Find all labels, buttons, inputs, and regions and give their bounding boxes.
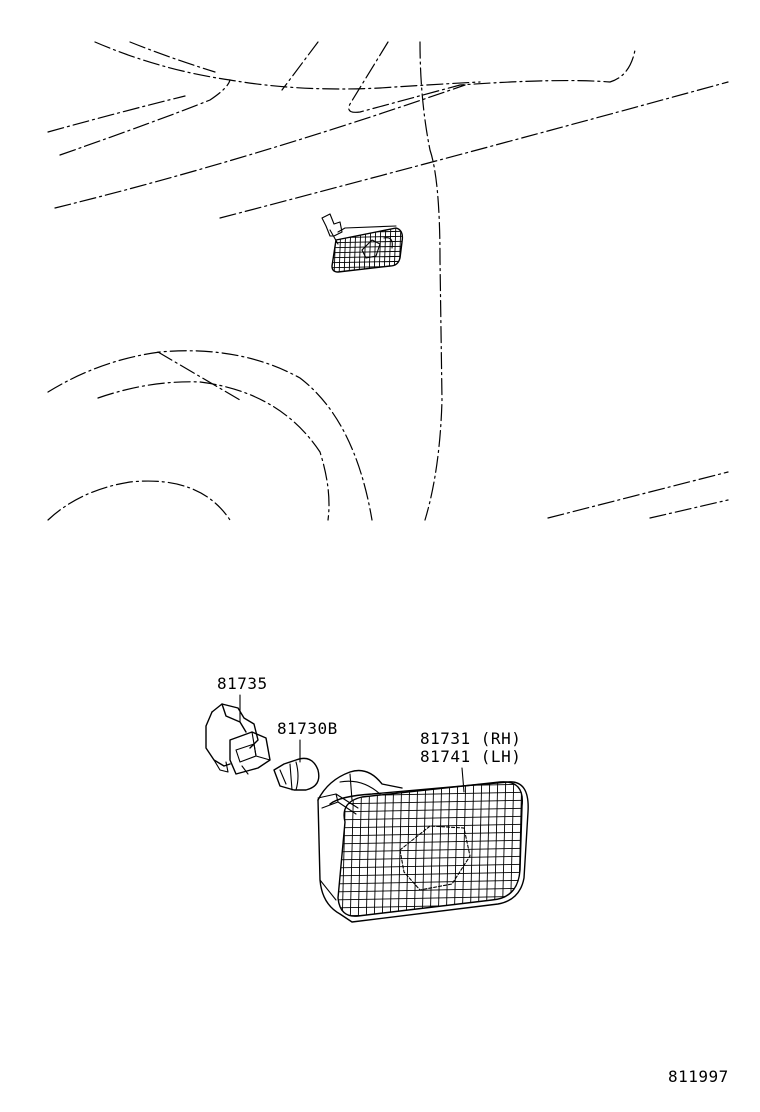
wedge-bulb-part: [273, 757, 320, 791]
leader-lines: [239, 694, 465, 793]
vehicle-body-outline: [47, 41, 729, 521]
installed-side-marker-lamp: [321, 213, 404, 273]
figure-id: 811997: [668, 1067, 729, 1086]
callout-bulb: 81730B: [277, 719, 338, 738]
callout-socket: 81735: [217, 674, 268, 693]
callout-lamp-rh: 81731 (RH): [420, 729, 521, 748]
side-marker-lamp-assembly: [317, 769, 529, 923]
bulb-socket-part: [205, 703, 271, 775]
callout-lamp-lh: 81741 (LH): [420, 747, 521, 766]
